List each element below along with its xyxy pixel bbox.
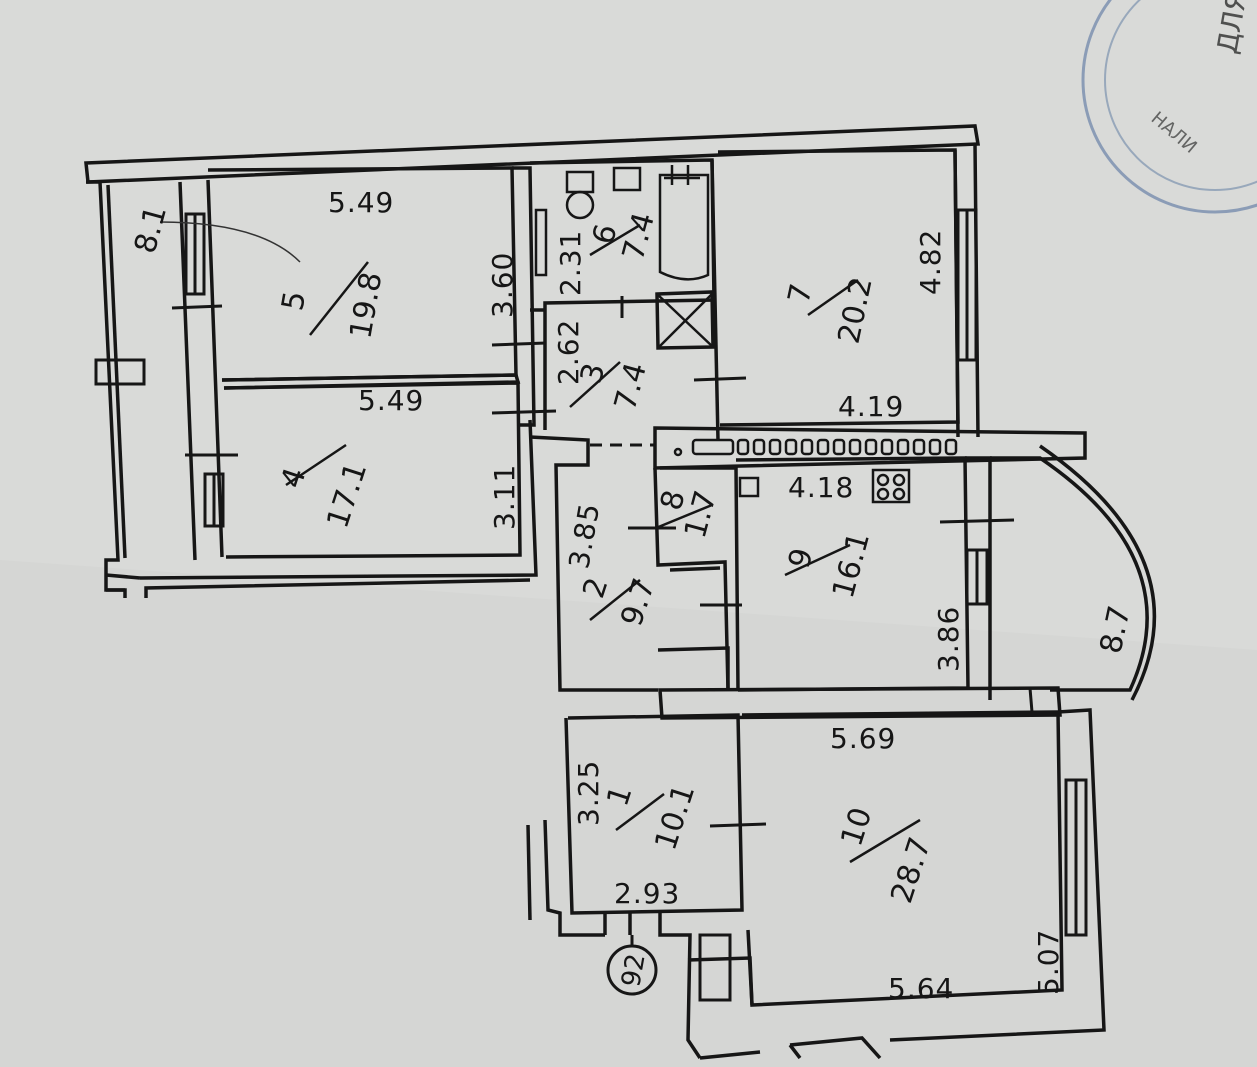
- dimension-16: 5.07: [1032, 929, 1065, 995]
- dimension-4: 3.11: [488, 464, 521, 530]
- dimension-6: 2.62: [552, 319, 585, 385]
- dimension-9: 4.18: [788, 471, 854, 504]
- openings-dashed: [590, 443, 660, 692]
- dimension-10: 3.86: [932, 606, 965, 672]
- dimension-8: 4.19: [838, 390, 904, 423]
- plan-number: 92: [616, 951, 651, 989]
- door-swing-arc: [159, 221, 301, 263]
- windows: [184, 208, 1088, 1002]
- beam-holes: [673, 438, 958, 457]
- dimension-13: 3.25: [572, 760, 605, 826]
- bathtub-icon: [658, 165, 710, 281]
- dimension-2: 3.60: [486, 252, 519, 318]
- dimension-7: 4.82: [914, 229, 947, 295]
- balcony-rail: [94, 358, 146, 386]
- bathroom-fixtures: [534, 165, 710, 281]
- toilet-icon: [565, 170, 595, 220]
- dimension-14: 2.93: [614, 877, 680, 910]
- dimension-5: 2.31: [554, 230, 587, 296]
- kitchen-sink-icon: [738, 476, 760, 498]
- stove-icon: [871, 468, 911, 504]
- dimension-3: 5.49: [358, 384, 424, 417]
- dimension-15: 5.64: [888, 972, 954, 1005]
- washbasin-icon: [612, 166, 642, 192]
- dimension-12: 5.69: [830, 722, 896, 755]
- sink-icon: [534, 208, 548, 277]
- dimensions: 5.49 3.60 5.49 3.11 2.31 2.62 4.82 4.19 …: [328, 186, 1065, 1005]
- walls: [84, 124, 1157, 1060]
- dimension-1: 5.49: [328, 186, 394, 219]
- room-labels: [285, 223, 921, 864]
- door-marks: [171, 296, 1034, 828]
